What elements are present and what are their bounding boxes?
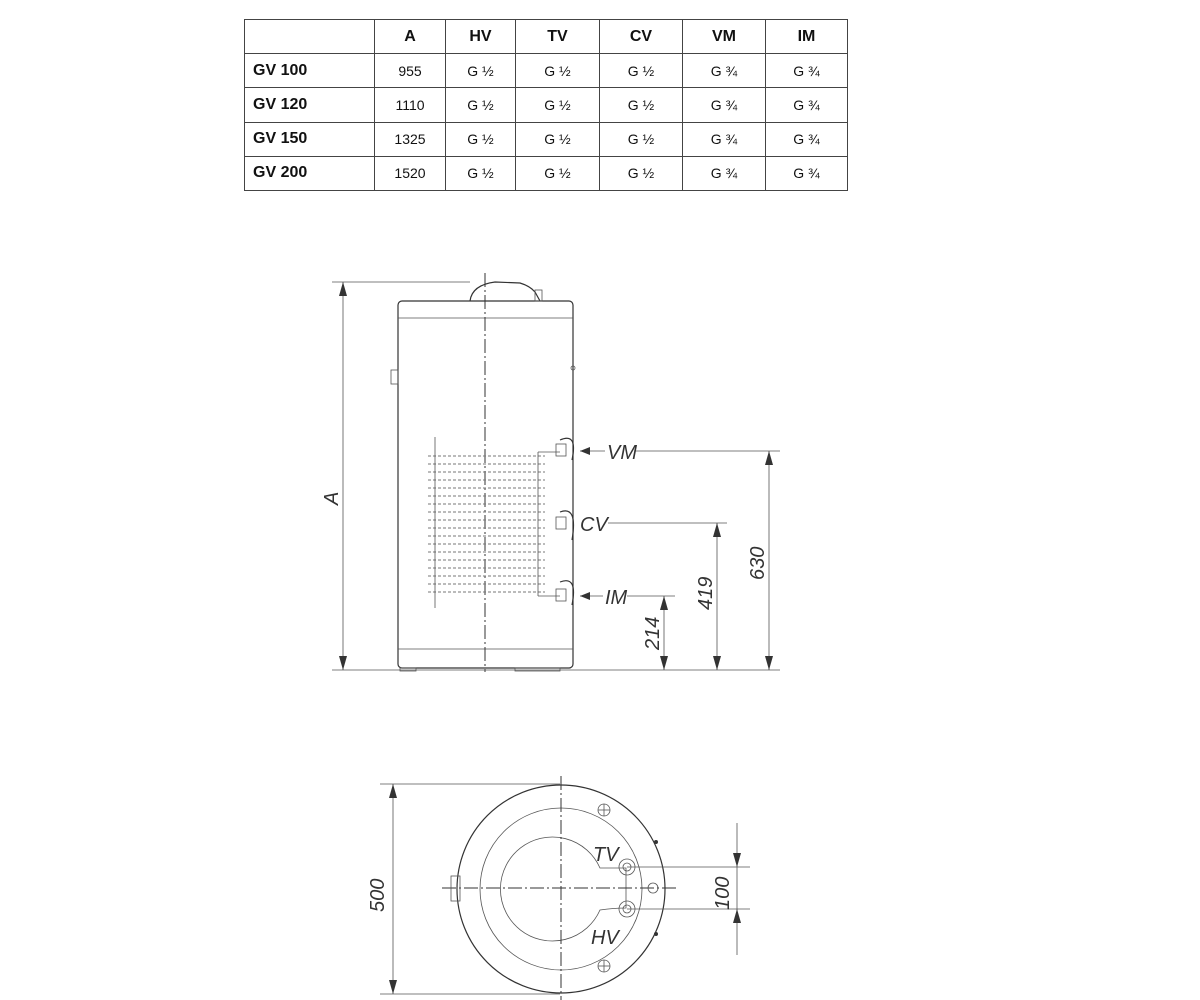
dimension-100-label: 100 — [712, 877, 734, 910]
center-port — [647, 882, 659, 894]
vm-connection — [559, 437, 575, 461]
value-cell: G ¾ — [682, 155, 766, 192]
side-view: A VM CV IM 630 419 214 — [321, 273, 780, 672]
table-row: GV 120 1110 G ½ G ½ G ½ G ¾ G ¾ — [244, 87, 848, 123]
value-cell: G ½ — [445, 52, 516, 89]
model-cell: GV 200 — [244, 155, 375, 192]
model-cell: GV 100 — [244, 52, 375, 89]
header-cell: VM — [682, 19, 766, 54]
table-row: GV 200 1520 G ½ G ½ G ½ G ¾ G ¾ — [244, 155, 848, 192]
tank-foot-right — [514, 667, 561, 672]
header-cell: HV — [445, 19, 516, 54]
lug-bottom — [654, 932, 658, 936]
value-cell: G ¾ — [765, 52, 848, 89]
value-cell: G ½ — [599, 52, 683, 89]
top-view: 500 TV HV 100 — [367, 776, 750, 1000]
im-connection — [559, 580, 575, 606]
cv-label: CV — [580, 514, 609, 536]
tv-label: TV — [593, 844, 620, 866]
spec-table: A HV TV CV VM IM GV 100 955 G ½ G ½ G ½ … — [244, 19, 848, 192]
value-cell: G ½ — [445, 87, 516, 123]
cv-connection — [559, 510, 575, 541]
heating-coil — [428, 437, 560, 608]
dimension-214-label: 214 — [642, 617, 664, 651]
value-cell: 1520 — [374, 155, 446, 192]
table-row: GV 150 1325 G ½ G ½ G ½ G ¾ G ¾ — [244, 121, 848, 157]
value-cell: 1325 — [374, 121, 446, 157]
value-cell: G ¾ — [765, 121, 848, 157]
hv-label: HV — [591, 927, 620, 949]
value-cell: G ½ — [599, 87, 683, 123]
value-cell: G ¾ — [765, 87, 848, 123]
value-cell: G ½ — [515, 155, 600, 192]
dimension-419-label: 419 — [695, 577, 717, 610]
tank-top-cap — [469, 281, 541, 302]
inner-keyhole — [500, 836, 627, 942]
value-cell: G ½ — [599, 155, 683, 192]
value-cell: G ¾ — [682, 52, 766, 89]
table-row: GV 100 955 G ½ G ½ G ½ G ¾ G ¾ — [244, 52, 848, 89]
value-cell: G ½ — [515, 52, 600, 89]
top-fitting — [534, 289, 543, 302]
im-label: IM — [605, 587, 628, 609]
header-cell: TV — [515, 19, 600, 54]
side-nozzle — [450, 875, 461, 902]
value-cell: G ½ — [445, 121, 516, 157]
dimension-500-label: 500 — [367, 879, 389, 912]
value-cell: G ½ — [515, 87, 600, 123]
side-port-right — [570, 365, 576, 371]
tank-foot-left — [399, 667, 417, 672]
header-cell: IM — [765, 19, 848, 54]
dimension-a-label: A — [321, 492, 343, 506]
side-port-left — [390, 369, 399, 385]
value-cell: G ¾ — [765, 155, 848, 192]
lug-top — [654, 840, 658, 844]
vm-label: VM — [607, 442, 637, 464]
dimension-630-label: 630 — [747, 547, 769, 580]
